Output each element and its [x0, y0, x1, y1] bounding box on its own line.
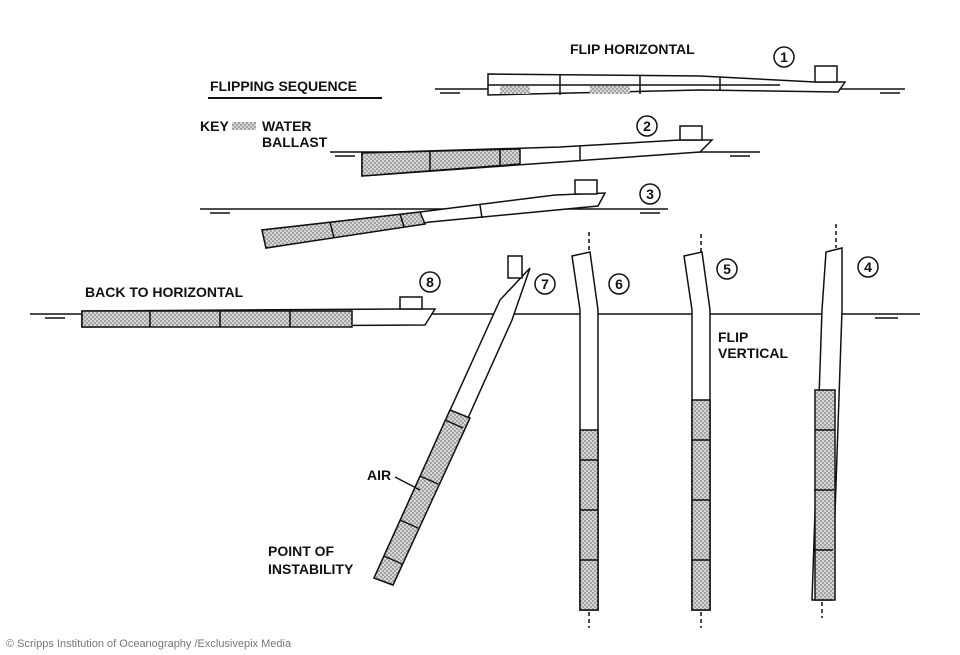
stage-3-number: 3 [646, 186, 654, 202]
vessel-stage-3 [261, 179, 607, 249]
air-pointer [394, 476, 421, 491]
key-ballast-text: BALLAST [262, 134, 328, 150]
stage-5-number: 5 [723, 261, 731, 277]
vessel-stage-2 [361, 125, 714, 177]
stage-2-circle [636, 115, 658, 137]
image-credit: © Scripps Institution of Oceanography /E… [0, 636, 960, 655]
air-label: AIR [367, 467, 391, 483]
diagram-title: FLIPPING SEQUENCE [210, 78, 357, 94]
stage-2-number: 2 [643, 118, 651, 134]
flip-horizontal-label: FLIP HORIZONTAL [570, 41, 695, 57]
back-to-horizontal-label: BACK TO HORIZONTAL [85, 284, 244, 300]
point-of-instability-label-2: INSTABILITY [268, 561, 354, 577]
waterline-stage-3 [200, 208, 668, 214]
vessel-stage-6 [571, 232, 599, 628]
stage-3-circle [639, 183, 661, 205]
stage-7-number: 7 [541, 276, 549, 292]
point-of-instability-label-1: POINT OF [268, 543, 335, 559]
vessel-stage-1 [487, 65, 847, 96]
stage-7-circle [534, 273, 556, 295]
stage-1-number: 1 [780, 49, 788, 65]
flip-vertical-label-2: VERTICAL [718, 345, 788, 361]
credit-text: © Scripps Institution of Oceanography /E… [6, 638, 292, 650]
key-water-text: WATER [262, 118, 312, 134]
ballast-swatch [232, 122, 256, 130]
stage-4-number: 4 [864, 259, 872, 275]
stage-6-circle [608, 273, 630, 295]
vessel-stage-4 [811, 224, 843, 618]
vessel-stage-8 [81, 296, 437, 328]
stage-1-circle [773, 46, 795, 68]
stage-4-circle [857, 256, 879, 278]
stage-5-circle [716, 258, 738, 280]
stage-8-number: 8 [426, 274, 434, 290]
key-label: KEY [200, 118, 229, 134]
flip-vertical-label-1: FLIP [718, 329, 748, 345]
vessel-stage-5 [683, 234, 711, 628]
vessel-stage-7 [372, 255, 531, 586]
stage-8-circle [419, 271, 441, 293]
stage-6-number: 6 [615, 276, 623, 292]
